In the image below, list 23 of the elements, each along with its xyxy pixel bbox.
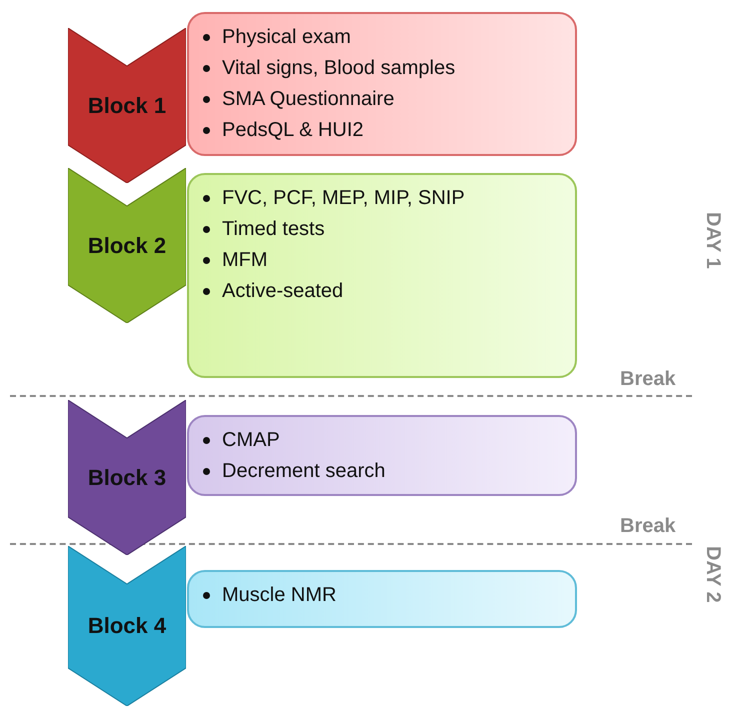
bullet-item: Active-seated (222, 280, 344, 302)
list-panel (187, 173, 577, 378)
bullet-item: SMA Questionnaire (222, 88, 394, 110)
day-label: DAY 2 (701, 546, 724, 603)
bullet-item: CMAP (222, 429, 280, 451)
block-label: Block 2 (86, 232, 168, 258)
bullet-item: Muscle NMR (222, 584, 336, 606)
break-label: Break (620, 515, 676, 538)
bullet-item: Timed tests (222, 218, 325, 240)
list-panel (187, 570, 577, 628)
list-panel (187, 12, 577, 156)
block-label: Block 3 (86, 464, 168, 490)
bullet-item: PedsQL & HUI2 (222, 119, 364, 141)
bullet-item: MFM (222, 249, 268, 271)
bullet-item: Physical exam (222, 26, 351, 48)
list-panel (187, 415, 577, 496)
block-label: Block 4 (86, 613, 168, 639)
bullet-item: Decrement search (222, 460, 386, 482)
bullet-item: FVC, PCF, MEP, MIP, SNIP (222, 187, 465, 209)
block-label: Block 1 (86, 92, 168, 118)
bullet-item: Vital signs, Blood samples (222, 57, 456, 79)
day-label: DAY 1 (701, 212, 724, 269)
break-label: Break (620, 368, 676, 391)
